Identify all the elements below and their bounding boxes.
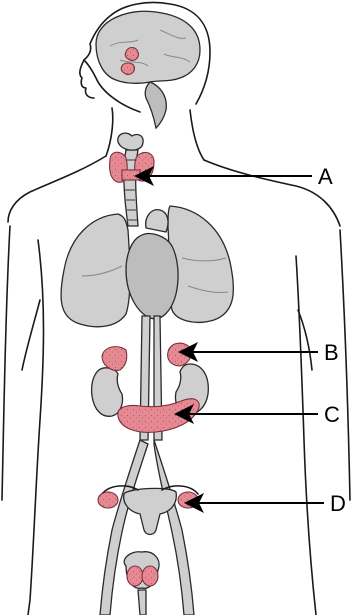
label-a: A <box>318 164 333 189</box>
pointer-b: B <box>180 340 339 365</box>
label-c: C <box>324 402 340 427</box>
pointer-d: D <box>186 491 346 516</box>
label-b: B <box>324 340 339 365</box>
pointer-a: A <box>136 164 333 189</box>
label-d: D <box>330 491 346 516</box>
testes <box>124 552 159 615</box>
